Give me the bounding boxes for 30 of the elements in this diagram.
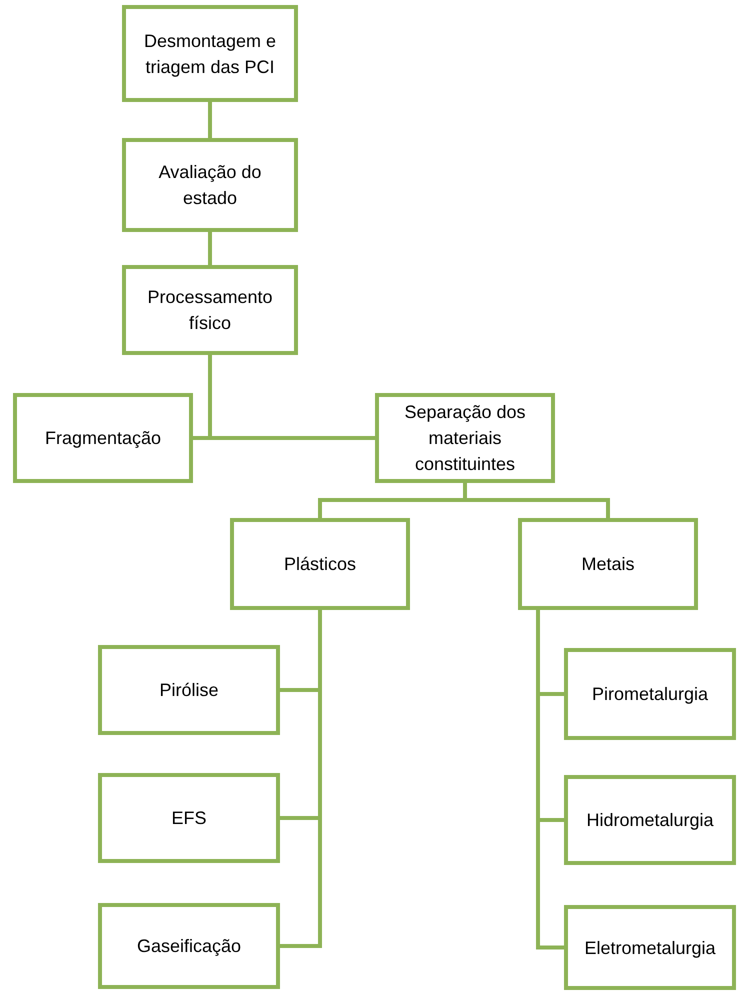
box-label: Plásticos: [284, 553, 356, 576]
connector-line: [208, 102, 212, 138]
box-label: Processamento físico: [146, 286, 274, 335]
process-box: [13, 393, 193, 483]
box-label: EFS: [171, 807, 206, 830]
box-label: Gaseificação: [136, 935, 242, 958]
process-box: [98, 773, 280, 863]
process-box: [518, 518, 698, 610]
process-box: [122, 138, 298, 232]
box-label: Avaliação do estado: [158, 161, 262, 210]
connector-line: [536, 610, 564, 950]
process-box: [98, 903, 280, 989]
box-label: Pirometalurgia: [592, 683, 708, 706]
process-box: [564, 775, 736, 865]
process-box: [564, 905, 736, 990]
process-box: [122, 5, 298, 102]
process-box: [564, 648, 736, 740]
process-box: [375, 393, 555, 483]
process-box: [122, 265, 298, 355]
process-box: [98, 645, 280, 735]
box-label: Hidrometalurgia: [586, 809, 714, 832]
box-label: Separação dos materiais constituintes: [403, 401, 527, 476]
box-label: Metais: [581, 553, 634, 576]
box-label: Pirólise: [159, 679, 219, 702]
connector-line: [280, 610, 322, 948]
box-label: Desmontagem e triagem das PCI: [142, 30, 278, 79]
box-label: Eletrometalurgia: [584, 936, 716, 960]
box-label: Fragmentação: [44, 427, 162, 450]
process-box: [230, 518, 410, 610]
connector-line: [208, 232, 212, 265]
